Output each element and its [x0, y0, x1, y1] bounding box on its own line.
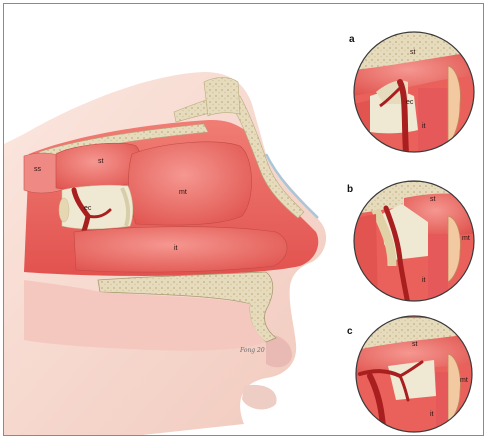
- panel-b-label-mt: mt: [462, 235, 470, 242]
- nasal-anatomy-illustration: ss st mt ec it Fong 20 a st ec it b: [4, 4, 484, 436]
- panel-b: b st mt it: [347, 180, 476, 304]
- panel-a-label-st: st: [410, 49, 416, 56]
- superior-turbinate: [56, 143, 141, 190]
- panel-letter-c: c: [347, 326, 353, 337]
- label-ss: ss: [34, 166, 42, 173]
- panel-letter-a: a: [349, 34, 355, 45]
- artist-signature: Fong 20: [239, 347, 265, 354]
- panel-c-label-mt: mt: [460, 377, 468, 384]
- label-it: it: [174, 245, 178, 252]
- figure-frame: ss st mt ec it Fong 20 a st ec it b: [3, 3, 484, 436]
- label-ec: ec: [84, 205, 92, 212]
- panel-letter-b: b: [347, 184, 353, 195]
- main-sagittal-view: ss st mt ec it Fong 20: [4, 72, 326, 436]
- panel-c-label-it: it: [430, 411, 434, 418]
- panel-a-label-ec: ec: [406, 99, 414, 106]
- inferior-turbinate: [74, 227, 287, 272]
- panel-c-label-st: st: [412, 341, 418, 348]
- middle-turbinate: [129, 142, 252, 225]
- ethmoid-cell: [59, 198, 69, 222]
- panel-b-label-it: it: [422, 277, 426, 284]
- frontal-sinus-bone: [204, 78, 240, 117]
- label-st: st: [98, 158, 104, 165]
- label-mt: mt: [179, 189, 187, 196]
- panel-c: c st mt it: [347, 316, 476, 436]
- panel-b-label-st: st: [430, 196, 436, 203]
- chin: [242, 385, 277, 410]
- panel-a: a st ec it: [349, 30, 476, 154]
- panel-a-label-it: it: [422, 123, 426, 130]
